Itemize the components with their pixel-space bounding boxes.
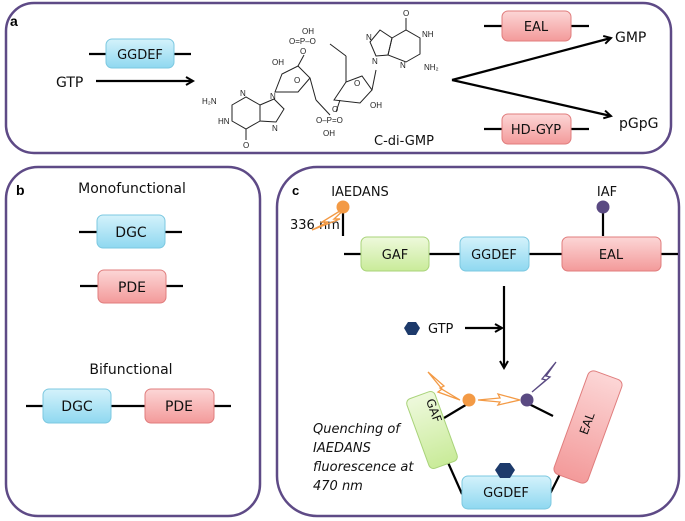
ggdef-enzyme: GGDEF <box>89 38 191 69</box>
c-di-gmp-label: C-di-GMP <box>374 134 434 149</box>
svg-text:O–P=O: O–P=O <box>316 116 343 125</box>
fret-bolt-icon <box>477 392 521 406</box>
ribose-left <box>274 65 311 93</box>
bifunctional-title: Bifunctional <box>89 362 172 378</box>
iaedans-label: IAEDANS <box>331 185 389 200</box>
pgpg-arrow <box>451 78 611 116</box>
bi-pde-box <box>144 388 215 424</box>
note-line-3: fluorescence at <box>313 460 414 475</box>
excitation-label: 336 nm <box>290 218 340 233</box>
ggdef-box <box>105 38 175 69</box>
ribose-right <box>333 75 373 104</box>
folded-eal-domain <box>553 370 623 484</box>
bi-dgc-pde: DGC PDE <box>26 388 231 424</box>
mono-dgc-label: DGC <box>115 225 147 241</box>
svg-text:OH: OH <box>370 101 382 110</box>
quenching-note: Quenching of IAEDANS fluorescence at 470… <box>313 422 414 494</box>
svg-text:NH₂: NH₂ <box>424 63 439 72</box>
excitation-bolt-icon <box>311 205 349 231</box>
svg-text:N: N <box>366 33 372 42</box>
c-di-gmp-structure: N N N HN H₂N O O OH O O=P–O OH O–P=O OH … <box>202 9 439 150</box>
folded-construct: GAF EAL GGDEF <box>406 361 623 510</box>
svg-text:N: N <box>372 57 378 66</box>
iaedans-probe-icon <box>336 200 350 214</box>
eal-box <box>501 10 572 42</box>
gmp-arrow <box>451 38 611 82</box>
svg-text:O: O <box>300 47 306 56</box>
gaf-label: GAF <box>382 248 408 263</box>
svg-text:N: N <box>272 124 278 133</box>
gtp-hexagon-icon <box>404 322 420 335</box>
gtp-label-c: GTP <box>428 322 454 337</box>
svg-text:O: O <box>294 76 300 85</box>
svg-text:N: N <box>240 89 246 98</box>
eal-domain-label: EAL <box>599 248 624 263</box>
svg-text:OH: OH <box>323 129 335 138</box>
panel-b: b Monofunctional DGC PDE Bifunctional DG… <box>4 165 262 518</box>
panel-a: a GGDEF GTP N N N HN H₂N O O OH O <box>4 1 673 155</box>
mono-dgc: DGC <box>79 214 182 249</box>
svg-text:O: O <box>354 79 360 88</box>
svg-text:N: N <box>400 61 406 70</box>
iaf-probe-icon <box>596 200 610 214</box>
svg-text:N: N <box>270 92 276 101</box>
gaf-domain <box>360 236 430 272</box>
ggdef-domain <box>459 236 530 272</box>
panel-b-label: b <box>16 182 25 198</box>
folded-iaf-probe-icon <box>520 393 534 407</box>
ggdef-label: GGDEF <box>117 48 163 63</box>
eal-domain <box>561 236 662 272</box>
mono-dgc-box <box>96 214 166 249</box>
panel-b-border <box>4 165 262 518</box>
folded-iaedans-probe-icon <box>462 393 476 407</box>
gaf-linker <box>443 402 470 419</box>
monofunctional-title: Monofunctional <box>78 181 186 197</box>
donor-excitation-bolt-icon <box>427 371 461 401</box>
guanine-right-ring5 <box>369 29 393 57</box>
bound-gtp-hexagon-icon <box>495 463 515 478</box>
iaf-label: IAF <box>597 185 617 200</box>
panel-c: c IAEDANS IAF 336 nm GAF GGDEF EAL GTP <box>275 165 681 518</box>
gaf-ggdef-linker <box>444 457 464 495</box>
pgpg-label: pGpG <box>619 116 658 132</box>
svg-text:HN: HN <box>218 117 230 126</box>
note-line-2: IAEDANS <box>313 441 371 456</box>
bi-dgc-box <box>42 388 112 424</box>
mono-pde-box <box>97 269 167 304</box>
panel-a-label: a <box>10 13 18 29</box>
svg-text:O: O <box>403 9 409 18</box>
hdgyp-box <box>501 113 572 145</box>
guanine-left-ring5 <box>259 98 285 123</box>
eal-linker <box>526 402 554 417</box>
acceptor-emission-bolt-icon <box>531 361 557 393</box>
panel-c-label: c <box>292 183 299 198</box>
bi-dgc-label: DGC <box>61 399 93 415</box>
svg-text:NH: NH <box>422 30 434 39</box>
note-line-4: 470 nm <box>313 479 363 494</box>
note-line-1: Quenching of <box>313 422 402 437</box>
folded-gaf-domain <box>406 391 458 469</box>
eal-label: EAL <box>524 20 549 35</box>
svg-text:O: O <box>243 141 249 150</box>
svg-text:O: O <box>332 105 338 114</box>
mono-pde-label: PDE <box>118 280 146 296</box>
svg-text:H₂N: H₂N <box>202 97 217 106</box>
folded-ggdef-label: GGDEF <box>483 486 529 501</box>
hdgyp-enzyme: HD-GYP <box>484 113 589 145</box>
mono-pde: PDE <box>80 269 183 304</box>
eal-enzyme: EAL <box>484 10 589 42</box>
bi-pde-label: PDE <box>165 399 193 415</box>
svg-text:OH: OH <box>302 27 314 36</box>
hdgyp-label: HD-GYP <box>511 123 561 138</box>
ggdef-domain-label: GGDEF <box>471 248 517 263</box>
gtp-label: GTP <box>56 75 83 91</box>
svg-text:OH: OH <box>272 58 284 67</box>
gmp-label: GMP <box>615 30 646 46</box>
svg-text:O=P–O: O=P–O <box>289 37 316 46</box>
